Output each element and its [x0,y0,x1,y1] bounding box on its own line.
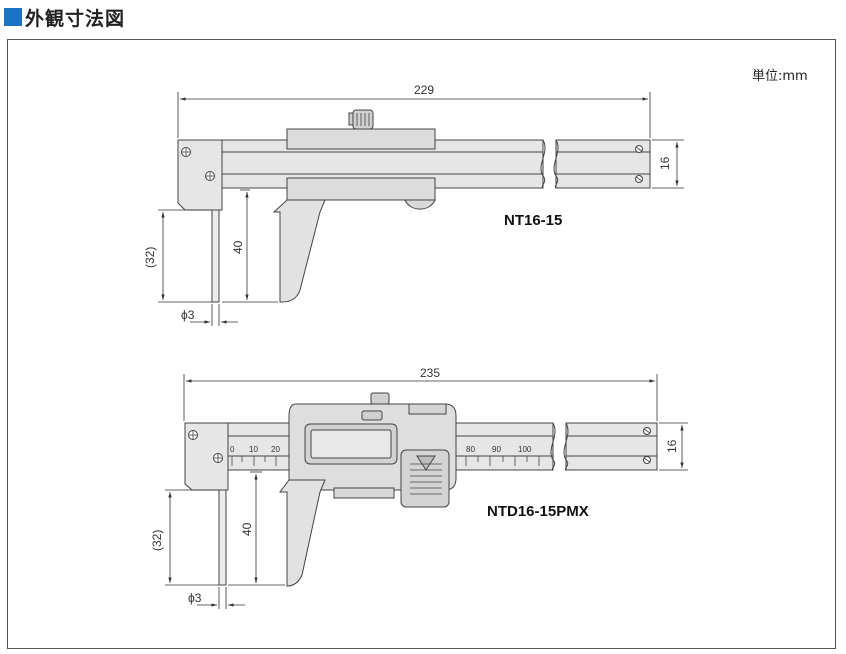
section-title: 外観寸法図 [4,4,125,30]
scale-label-0: 0 [230,445,235,454]
dim-dia-lower: ϕ3 [188,591,202,605]
dim-dia-upper: ϕ3 [181,308,195,322]
model-label-upper: NT16-15 [504,212,562,229]
model-label-lower: NTD16-15PMX [487,503,589,520]
dim-ref-upper: (32) [143,247,157,268]
scale-label-90: 90 [492,445,501,454]
scale-label-80: 80 [466,445,475,454]
unit-label: 単位:mm [752,68,808,84]
title-marker-icon [4,8,22,26]
dim-length-upper: 229 [414,83,434,97]
dim-depth-lower: 40 [240,522,254,536]
scale-ticks [231,456,540,466]
dimensions-ntd16-15pmx [165,374,688,609]
dim-height-upper: 16 [658,156,672,170]
screw-crosses-lower [188,428,651,495]
drawing-frame [7,39,836,649]
dim-length-lower: 235 [420,366,440,380]
screw-crosses [181,113,643,182]
dimensions-nt16-15 [158,92,684,326]
caliper-nt16-15 [177,109,651,303]
dim-ref-lower: (32) [150,530,164,551]
scale-label-10: 10 [249,445,258,454]
scale-label-100: 100 [518,445,532,454]
dim-height-lower: 16 [665,439,679,453]
dim-depth-upper: 40 [231,240,245,254]
page-title: 外観寸法図 [25,7,126,30]
caliper-ntd16-15pmx [184,392,658,587]
scale-label-20: 20 [271,445,280,454]
